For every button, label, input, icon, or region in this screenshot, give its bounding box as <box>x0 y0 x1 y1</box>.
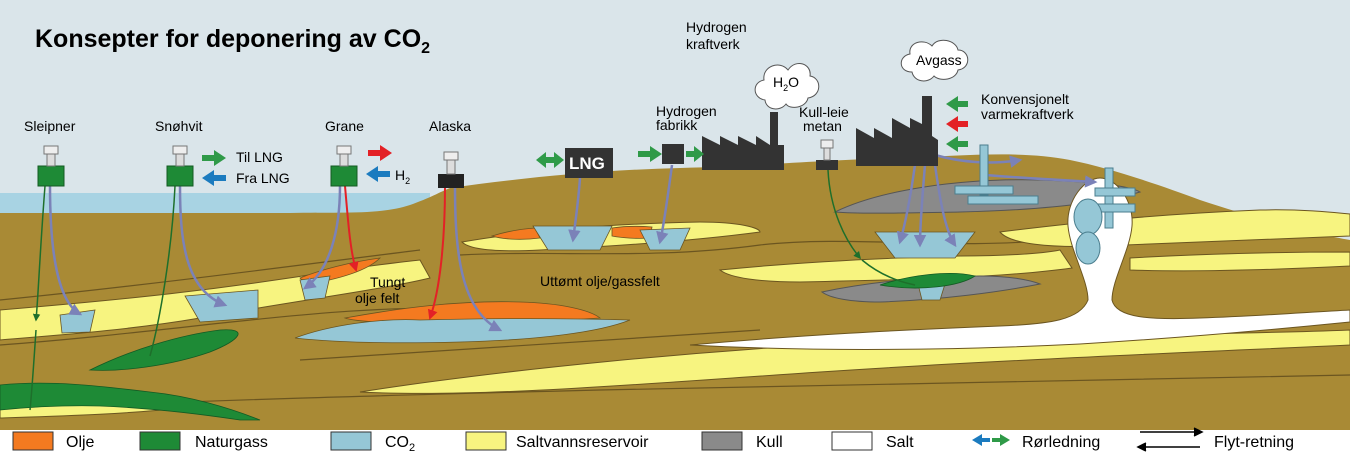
legend-label-rorledning: Rørledning <box>1022 434 1100 451</box>
legend-swatch-olje <box>12 431 54 451</box>
arrow-kraftverk-3 <box>946 136 968 152</box>
legend-label-kull: Kull <box>756 434 783 451</box>
label-fra-lng: Fra LNG <box>236 170 290 186</box>
label-hydrogen-kraftverk-2: kraftverk <box>686 36 741 52</box>
arrow-til-lng <box>202 150 226 166</box>
label-avgass: Avgass <box>916 52 962 68</box>
label-tungt-1: Tungt <box>370 274 405 290</box>
arrow-kraftverk-1 <box>946 96 968 112</box>
label-lng: LNG <box>569 154 605 173</box>
saline-layer-deep <box>359 329 1350 394</box>
label-snohvit: Snøhvit <box>155 118 203 134</box>
label-hydrogen-fabrikk-1: Hydrogen <box>656 103 717 119</box>
label-alaska: Alaska <box>429 118 471 134</box>
salt-dome <box>689 177 1350 350</box>
legend-flow-icon <box>1136 427 1204 452</box>
platform-alaska <box>438 151 464 188</box>
legend-label-naturgass: Naturgass <box>195 434 268 451</box>
red-flow-lines <box>344 185 446 320</box>
platform-kull-metan <box>816 139 838 170</box>
label-grane: Grane <box>325 118 364 134</box>
legend-label-salt: Salt <box>886 434 914 451</box>
platform-grane <box>330 145 358 187</box>
flow-lines <box>48 153 1098 332</box>
legend-label-olje: Olje <box>66 434 95 451</box>
hydrogen-factory <box>662 144 684 164</box>
platform-snohvit <box>166 145 194 187</box>
legend-label-co2: CO2 <box>385 434 415 454</box>
label-h2o: H2O <box>773 74 799 93</box>
hydrogen-power-plant <box>702 112 784 170</box>
exhaust-cloud <box>900 39 969 82</box>
co2-sleipner <box>59 309 96 334</box>
steam-cloud <box>754 62 820 110</box>
lng-plant <box>565 148 613 178</box>
label-kull-2: metan <box>803 118 842 134</box>
legend-label-flyt: Flyt-retning <box>1214 434 1294 451</box>
gas-kull <box>879 273 976 289</box>
page-title: Konsepter for deponering av CO2 <box>35 25 430 57</box>
platform-sleipner <box>37 145 65 187</box>
legend-swatch-co2 <box>330 431 372 451</box>
injection-towers <box>954 144 1136 265</box>
label-h2: H2 <box>395 167 410 186</box>
label-hydrogen-kraftverk-1: Hydrogen <box>686 19 747 35</box>
label-tungt-2: olje felt <box>355 290 399 306</box>
legend-swatch-saltvann <box>465 431 507 451</box>
arrow-grane-h2 <box>366 166 390 182</box>
conventional-power-plant <box>856 96 938 166</box>
legend-label-saltvann: Saltvannsreservoir <box>516 434 649 451</box>
legend-pipe-green-icon <box>992 434 1010 446</box>
arrow-to-hydrogen-fabrikk <box>638 146 662 162</box>
gas-reservoirs <box>0 273 976 421</box>
legend-swatch-kull <box>701 431 743 451</box>
label-hydrogen-fabrikk-2: fabrikk <box>656 117 698 133</box>
label-konv-2: varmekraftverk <box>981 106 1075 122</box>
pipeline-arrows <box>202 96 968 186</box>
co2-alaska <box>294 318 631 344</box>
legend-pipe-blue-icon <box>972 434 990 446</box>
arrow-kraftverk-2 <box>946 116 968 132</box>
arrow-fra-lng <box>202 170 226 186</box>
oil-reservoirs <box>299 225 653 324</box>
label-til-lng: Til LNG <box>236 149 283 165</box>
gas-snohvit <box>88 329 239 371</box>
label-kull-1: Kull-leie <box>799 104 849 120</box>
gas-main <box>0 382 261 421</box>
label-uttomt: Uttømt olje/gassfelt <box>540 273 660 289</box>
legend-swatch-salt <box>831 431 873 451</box>
label-konv-1: Konvensjonelt <box>981 91 1069 107</box>
saline-layer-far-east <box>1129 251 1350 272</box>
label-sleipner: Sleipner <box>24 118 76 134</box>
legend: Olje Naturgass CO2 Saltvannsreservoir Ku… <box>0 427 1350 471</box>
arrow-grane-red <box>368 145 392 161</box>
arrow-lng-double <box>536 152 564 168</box>
arrow-from-hydrogen-fabrikk <box>686 146 704 162</box>
green-flow-lines <box>29 169 916 411</box>
legend-swatch-naturgass <box>139 431 181 451</box>
